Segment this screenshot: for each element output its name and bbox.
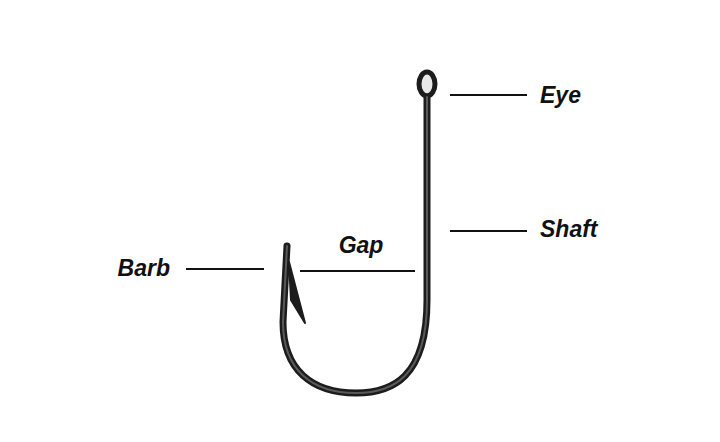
hook-bend — [283, 97, 427, 393]
part-label: Gap — [339, 234, 384, 257]
hook-eye — [419, 72, 435, 96]
part-label: Shaft — [540, 218, 598, 241]
leader-line — [450, 230, 527, 232]
part-label: Barb — [118, 257, 170, 280]
leader-line — [186, 268, 264, 270]
part-label: Eye — [540, 84, 581, 107]
leader-line — [300, 270, 415, 272]
leader-lines — [186, 95, 527, 271]
hook-highlight — [283, 97, 427, 393]
leader-line — [450, 94, 527, 96]
hook — [283, 72, 435, 393]
